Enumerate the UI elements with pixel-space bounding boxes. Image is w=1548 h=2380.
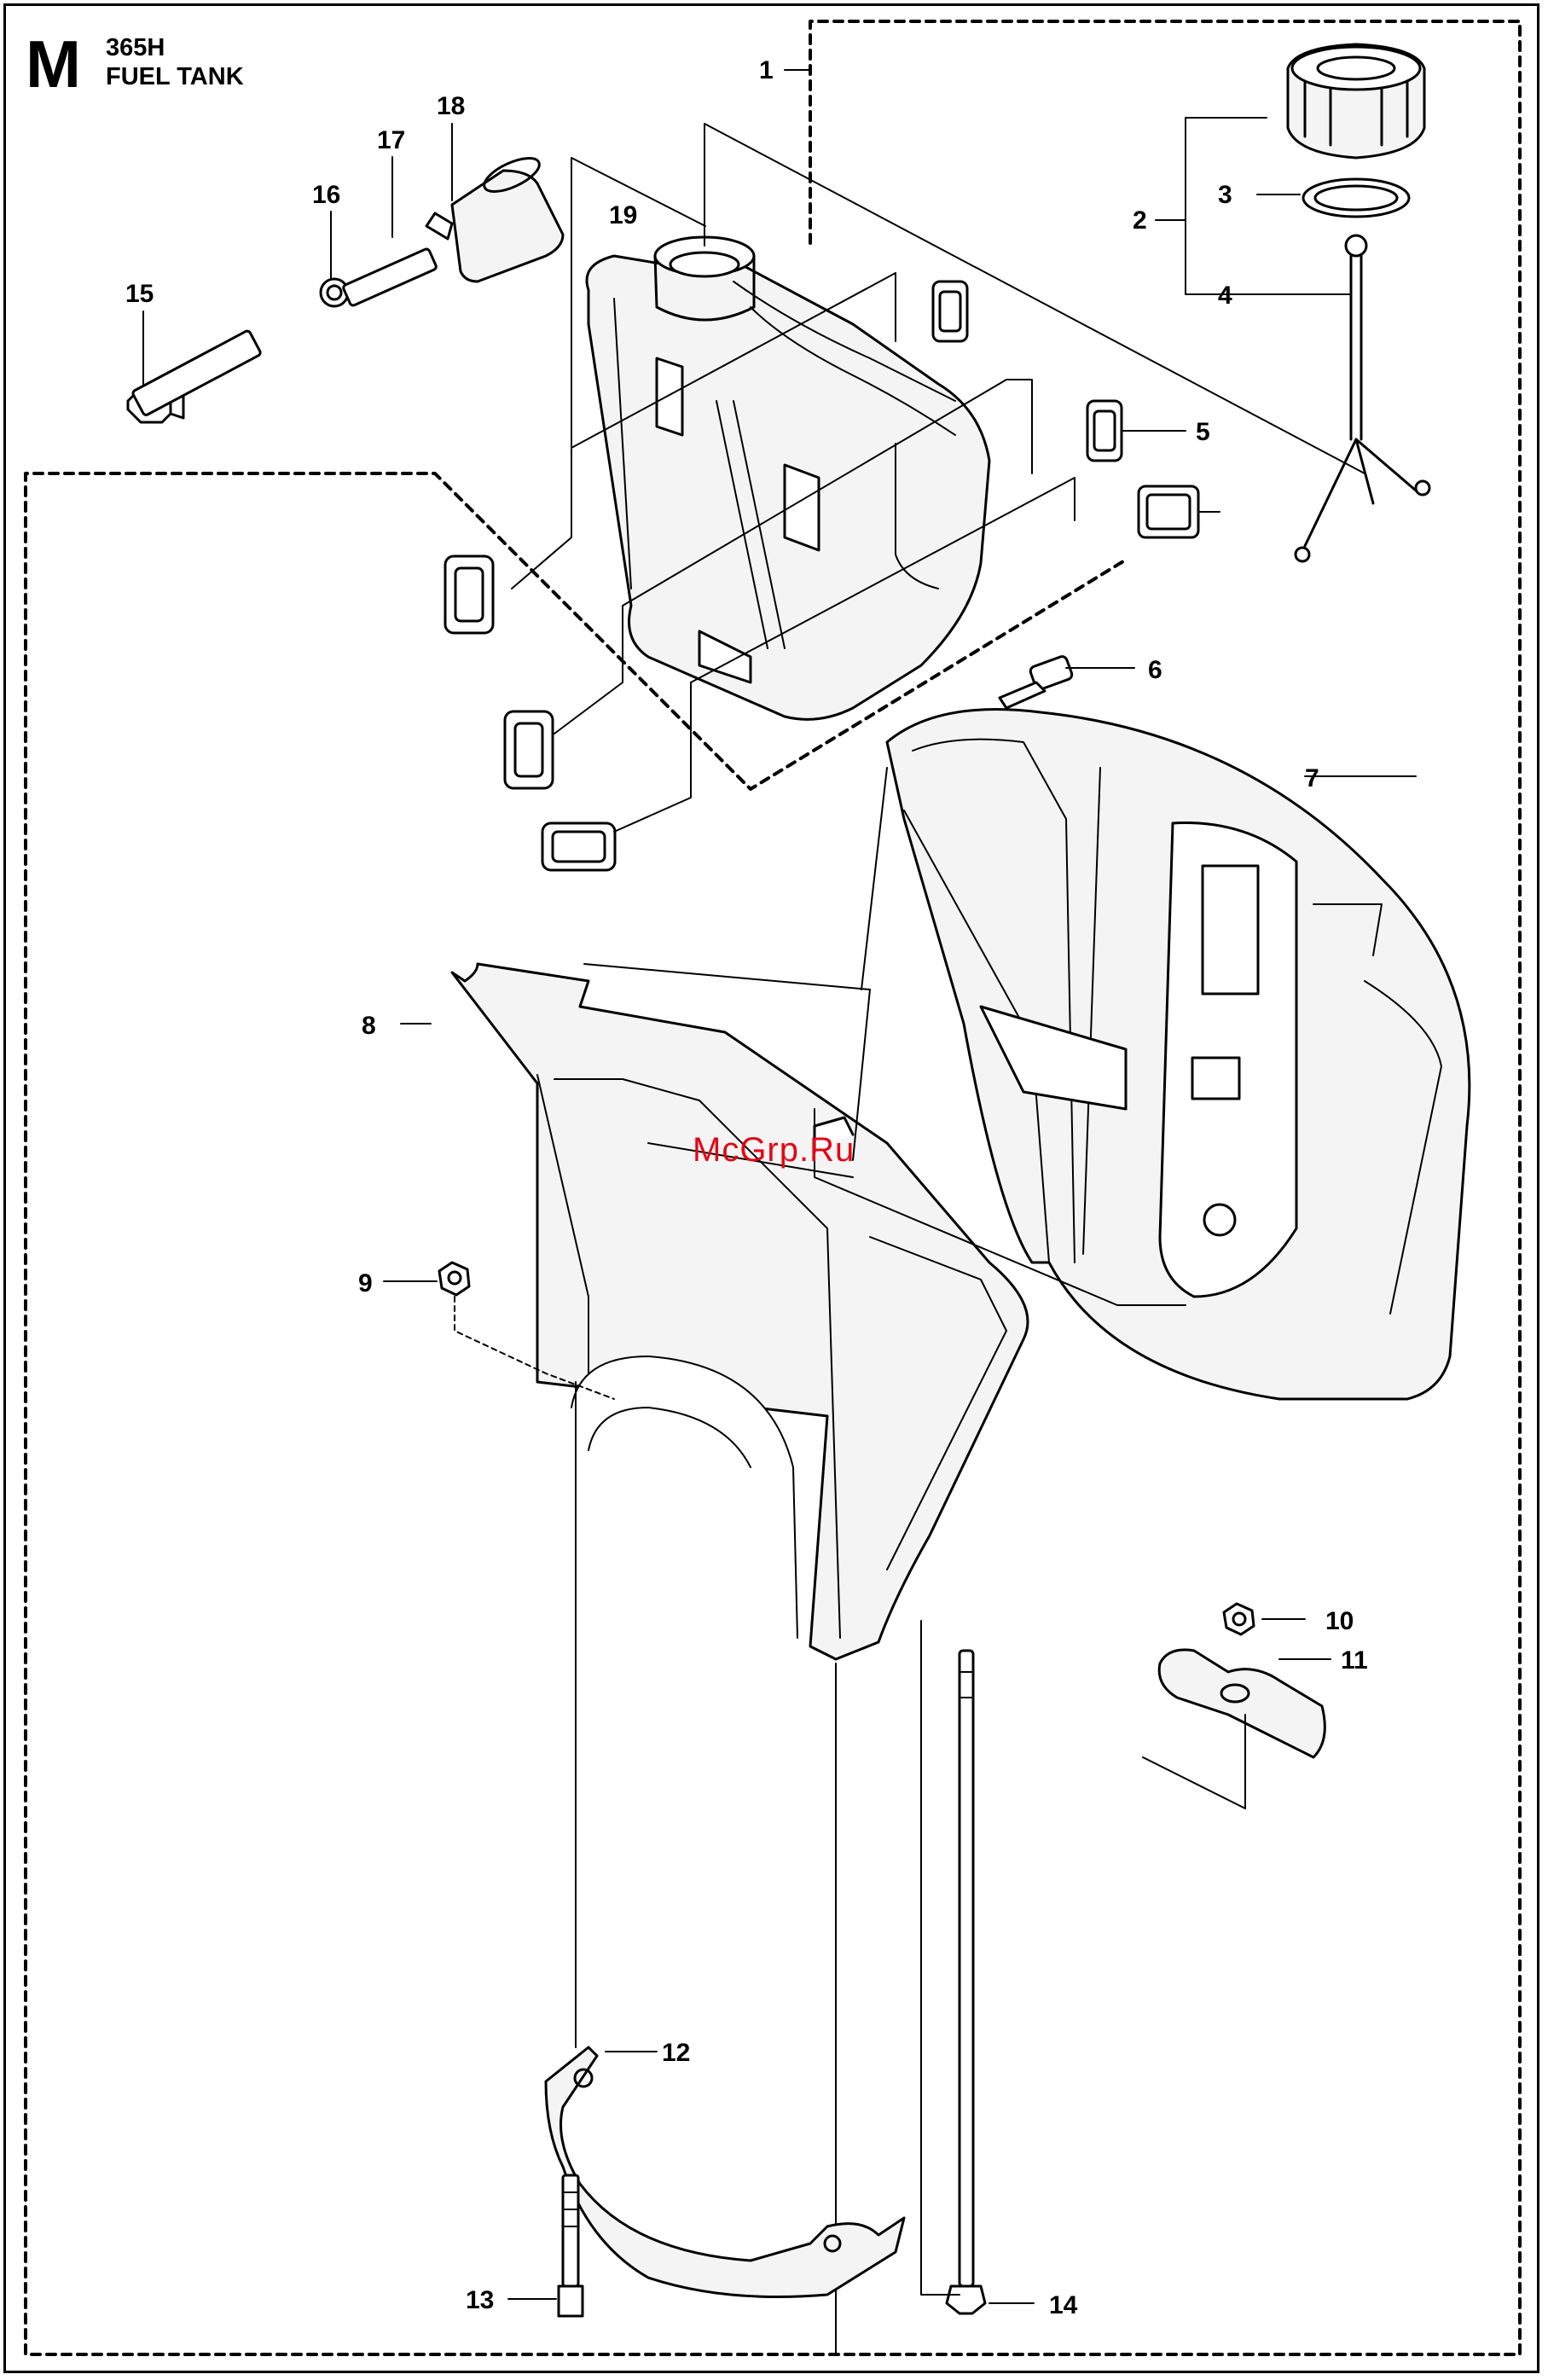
callout-2: 2: [1133, 206, 1147, 235]
clamp-12: [546, 2047, 904, 2297]
screw-6: [1000, 655, 1134, 708]
callout-12: 12: [662, 2039, 690, 2067]
watermark: McGrp.Ru: [693, 1131, 855, 1170]
wing-nut-assembly: [1143, 1604, 1331, 1808]
callout-8: 8: [362, 1012, 376, 1040]
callout-4: 4: [1218, 282, 1232, 310]
callout-7: 7: [1305, 764, 1319, 792]
fuel-tank: [587, 237, 989, 719]
callout-18: 18: [437, 92, 465, 120]
callout-1: 1: [759, 56, 774, 84]
callout-16: 16: [312, 181, 340, 209]
callout-15: 15: [125, 280, 154, 308]
callout-11: 11: [1341, 1646, 1368, 1675]
callout-19: 19: [609, 201, 637, 229]
callout-17: 17: [377, 126, 405, 154]
callout-10: 10: [1325, 1607, 1354, 1635]
callout-14: 14: [1049, 2291, 1078, 2319]
callout-13: 13: [466, 2286, 494, 2314]
stud-bolt-14: [921, 1621, 1034, 2313]
callout-9: 9: [358, 1269, 373, 1297]
fuel-line-assembly: [128, 152, 563, 422]
callout-5: 5: [1196, 418, 1210, 446]
callout-6: 6: [1148, 656, 1162, 684]
bolt-13: [508, 2175, 583, 2316]
callout-3: 3: [1218, 181, 1232, 209]
fuel-line-leaders: [143, 124, 452, 386]
